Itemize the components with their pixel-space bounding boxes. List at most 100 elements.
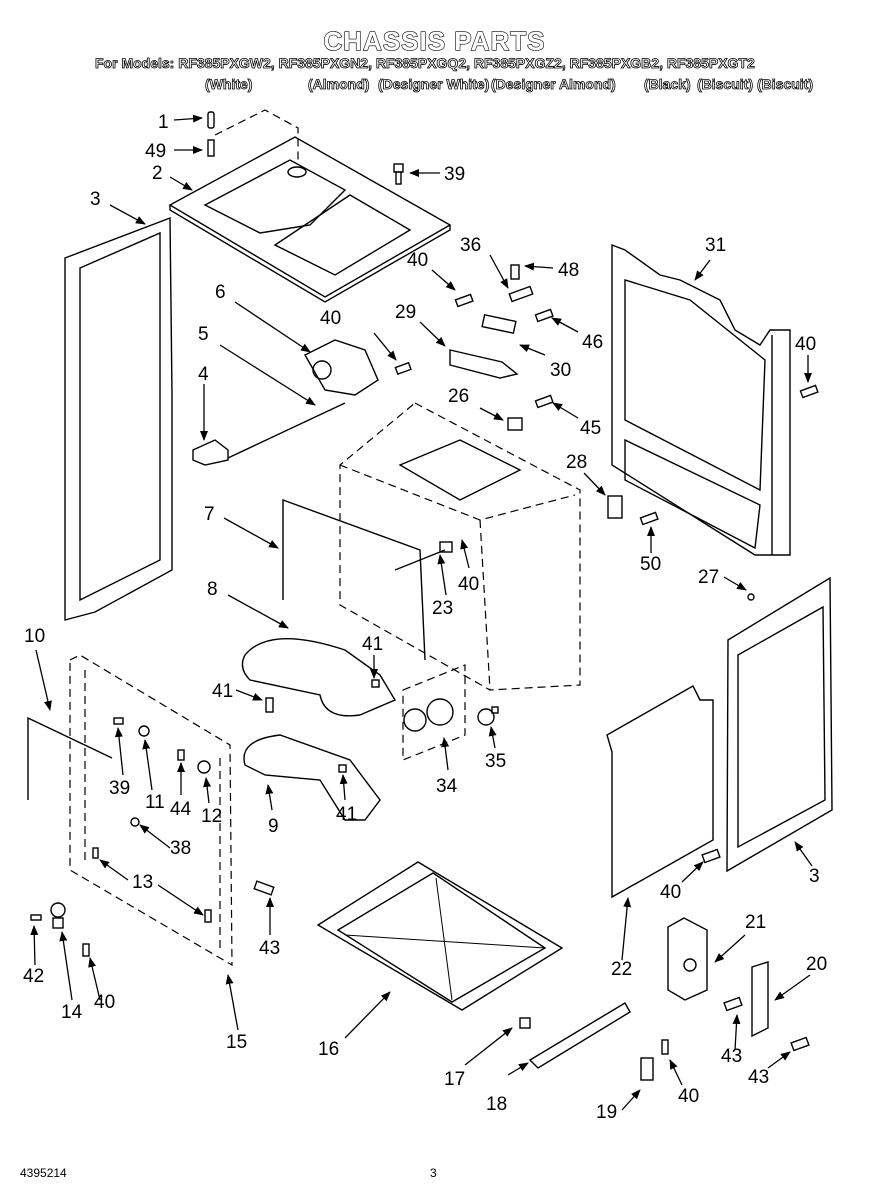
- callout-39: 39: [109, 778, 130, 799]
- callout-48: 48: [558, 260, 579, 281]
- callout-29: 29: [395, 302, 416, 323]
- part-bracket-21: [667, 917, 708, 1001]
- callout-38: 38: [170, 838, 191, 859]
- callout-20: 20: [806, 954, 827, 975]
- callout-13: 13: [132, 872, 153, 893]
- callout-30: 30: [550, 360, 571, 381]
- callout-45: 45: [580, 418, 601, 439]
- callout-8: 8: [207, 579, 218, 600]
- color-biscuit-2: (Biscuit): [757, 76, 814, 93]
- callout-19: 19: [596, 1102, 617, 1123]
- callout-41: 41: [336, 804, 357, 825]
- part-bottom-pan-16: [316, 861, 564, 1011]
- callout-41: 41: [212, 681, 233, 702]
- part-side-panel-right: [726, 576, 833, 873]
- color-biscuit-1: (Biscuit): [697, 76, 754, 93]
- color-white: (White): [205, 76, 253, 93]
- callout-40: 40: [795, 334, 816, 355]
- page-number: 3: [430, 1166, 437, 1180]
- callout-41: 41: [362, 634, 383, 655]
- part-rail-18: [528, 1002, 631, 1069]
- callout-1: 1: [158, 112, 169, 133]
- part-broil-element-9: [243, 734, 381, 821]
- callout-49: 49: [145, 141, 166, 162]
- callout-39: 39: [444, 164, 465, 185]
- callout-16: 16: [318, 1039, 339, 1060]
- callout-27: 27: [698, 567, 719, 588]
- color-designer-white: (Designer White): [378, 76, 490, 93]
- callout-46: 46: [582, 332, 603, 353]
- callout-7: 7: [204, 504, 215, 525]
- part-light-housing-34: [402, 664, 466, 761]
- part-screw-49: [207, 139, 215, 157]
- part-thermostat: [304, 339, 379, 396]
- part-plate-20: [751, 961, 769, 1038]
- callout-22: 22: [611, 959, 632, 980]
- part-front-frame-15: [69, 654, 233, 967]
- part-screw-48: [510, 264, 520, 280]
- callout-36: 36: [460, 235, 481, 256]
- callout-18: 18: [486, 1094, 507, 1115]
- callout-40: 40: [407, 250, 428, 271]
- callout-50: 50: [640, 554, 661, 575]
- callout-3: 3: [809, 866, 820, 887]
- page-title: CHASSIS PARTS: [323, 25, 546, 56]
- part-oven-cavity: [339, 402, 581, 691]
- document-number: 4395214: [20, 1166, 67, 1180]
- part-bracket-29: [449, 349, 519, 379]
- callout-43: 43: [748, 1067, 769, 1088]
- part-bulb-35: [477, 706, 499, 726]
- part-switch-12: [197, 760, 211, 774]
- callout-labels: 1 49 2 39 3 36 48 40 31 6 40 29 46 30 5 …: [23, 112, 827, 1123]
- callout-44: 44: [170, 799, 192, 820]
- part-screw-40-thermo: [394, 361, 412, 376]
- part-capillary: [227, 402, 346, 459]
- callout-40: 40: [678, 1086, 699, 1107]
- part-screw-44: [177, 749, 185, 761]
- part-screw-27: [747, 593, 755, 601]
- part-terminal-block-30: [481, 313, 517, 335]
- part-clip-17: [519, 1017, 531, 1029]
- part-leveling-leg-19: [640, 1057, 654, 1081]
- callout-40: 40: [458, 574, 479, 595]
- callout-40: 40: [320, 308, 341, 329]
- part-screw-46: [534, 308, 554, 323]
- part-screw-40-rear: [799, 384, 819, 399]
- part-bake-element-8: [241, 637, 397, 717]
- part-hinge-14: [50, 902, 66, 929]
- callout-40: 40: [660, 882, 681, 903]
- part-screw-39-top: [393, 163, 404, 185]
- part-clip-36: [508, 285, 534, 303]
- callout-23: 23: [432, 598, 453, 619]
- callout-14: 14: [61, 1002, 83, 1023]
- callout-2: 2: [152, 163, 163, 184]
- part-screw-39-front: [113, 717, 124, 725]
- part-clip-13b: [204, 909, 212, 923]
- part-clip-13a: [92, 847, 99, 859]
- part-screw-50: [639, 511, 659, 526]
- part-screw-1: [207, 111, 215, 129]
- callout-12: 12: [201, 806, 222, 827]
- callout-10: 10: [24, 626, 45, 647]
- callout-5: 5: [198, 324, 209, 345]
- callout-9: 9: [268, 816, 279, 837]
- part-sensor-23: [394, 541, 453, 571]
- part-bracket-28: [607, 495, 623, 519]
- callout-26: 26: [448, 386, 469, 407]
- callout-42: 42: [23, 966, 44, 987]
- part-screw-43-plate: [790, 1036, 810, 1052]
- part-plug-11: [138, 725, 150, 737]
- callout-35: 35: [485, 751, 506, 772]
- callout-21: 21: [745, 912, 766, 933]
- models-line: For Models: RF385PXGW2, RF385PXGN2, RF38…: [95, 55, 756, 72]
- part-screw-41c: [338, 764, 347, 773]
- part-screw-40-mid: [454, 293, 474, 308]
- part-bracket-4: [192, 439, 229, 466]
- part-screw-42: [30, 914, 42, 921]
- callout-17: 17: [444, 1069, 465, 1090]
- part-switch-26: [507, 417, 523, 431]
- part-screw-40-rail: [661, 1039, 669, 1055]
- callout-40: 40: [94, 992, 115, 1013]
- part-rear-panel: [611, 243, 791, 556]
